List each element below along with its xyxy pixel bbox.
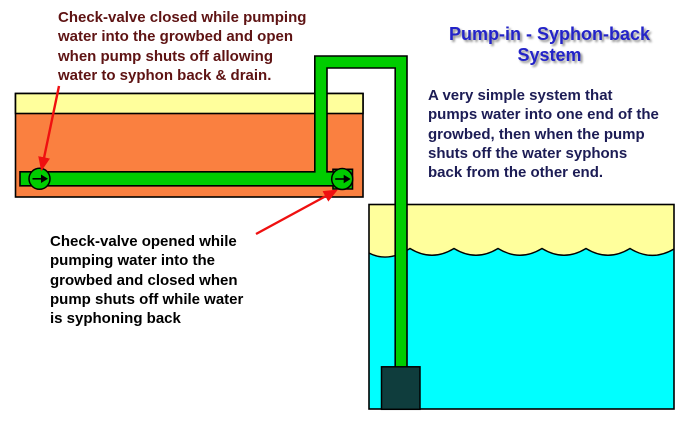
- annotation-line: pump shuts off while water: [50, 290, 244, 308]
- fish-tank: [368, 203, 675, 410]
- description-line: pumps water into one end of the: [428, 106, 659, 124]
- tank-surface-band: [369, 204, 674, 258]
- annotation-right-valve: Check-valve opened while pumping water i…: [50, 232, 243, 328]
- annotation-line: when pump shuts off allowing: [58, 47, 273, 65]
- water-surface-wave-line: [368, 247, 675, 258]
- check-valve-left: [28, 167, 51, 191]
- description-line: A very simple system that: [428, 87, 613, 104]
- flow-arrow-icon: [41, 174, 48, 183]
- flow-arrow-icon: [343, 174, 351, 184]
- system-description: A very simple system that pumps water in…: [428, 86, 659, 182]
- annotation-left-valve: Check-valve closed while pumping water i…: [58, 8, 306, 85]
- description-line: growbed, then when the pump: [428, 125, 645, 143]
- title-line: System: [517, 45, 582, 65]
- annotation-line: pumping water into the: [50, 252, 215, 270]
- annotation-line: Check-valve opened while: [50, 233, 237, 250]
- check-valve-right: [330, 167, 354, 191]
- title-line: Pump-in - Syphon-back: [448, 24, 650, 44]
- annotation-line: is syphoning back: [50, 310, 181, 328]
- pointer-to-left-valve: [38, 85, 61, 172]
- annotation-line: Check-valve closed while pumping: [58, 9, 307, 26]
- pump: [380, 366, 421, 411]
- annotation-line: water to syphon back & drain.: [58, 66, 272, 84]
- growbed-rim: [14, 92, 364, 115]
- pointer-to-right-valve: [255, 189, 339, 236]
- description-line: shuts off the water syphons: [428, 144, 628, 162]
- description-line: back from the other end.: [428, 164, 604, 182]
- tank-border: [368, 203, 675, 410]
- annotation-line: water into the growbed and open: [58, 28, 294, 46]
- annotation-line: growbed and closed when: [50, 271, 238, 289]
- page-title: Pump-in - Syphon-back System: [412, 24, 687, 66]
- pipe: [19, 55, 408, 369]
